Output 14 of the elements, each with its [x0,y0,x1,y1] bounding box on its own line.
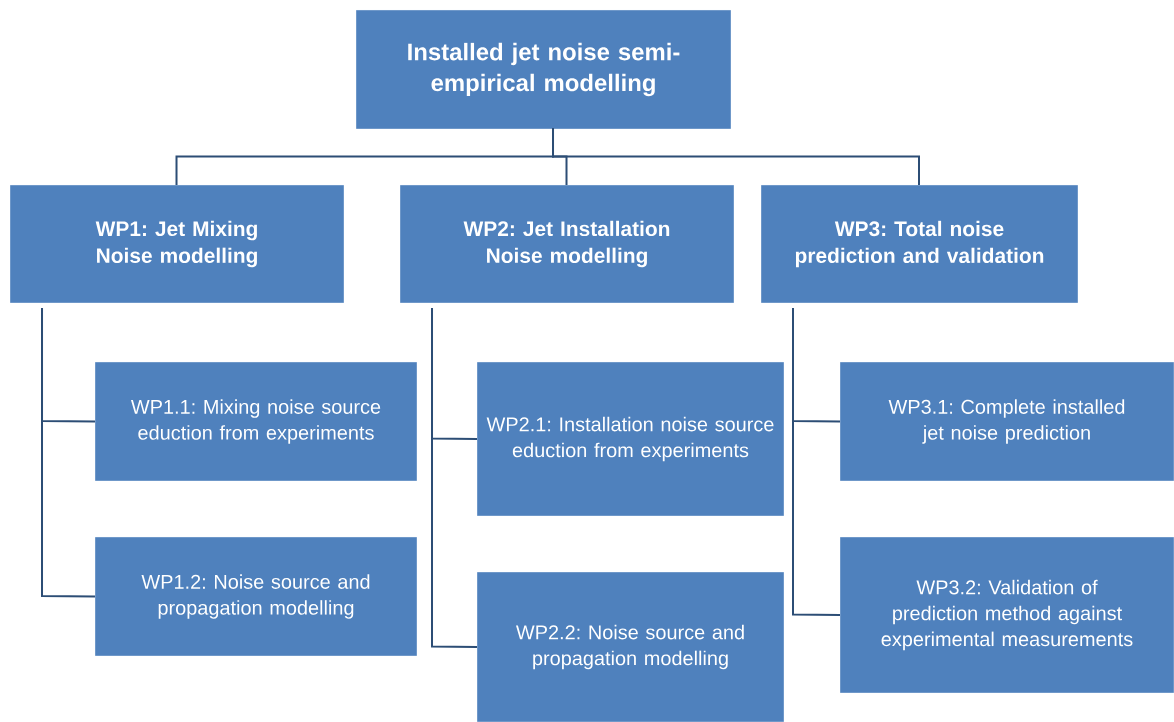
task-box: WP2.1: Installation noise source eduction from experiments [477,362,784,516]
task-box: WP1.2: Noise source and propagation modelling [95,537,417,656]
connector-line [792,307,841,616]
task-box: WP2.2: Noise source and propagation modelling [477,572,784,722]
task-box: WP3.2: Validation of prediction method against experimental measurements [840,537,1174,693]
title-box: Installed jet noise semi-empirical modelling [356,10,731,129]
work-package-box: WP2: Jet Installation Noise modelling [400,185,734,303]
connector-line [41,307,96,598]
connector-line [431,307,478,648]
work-package-box: WP3: Total noise prediction and validation [761,185,1078,303]
task-box: WP3.1: Complete installed jet noise prediction [840,362,1174,481]
connector-line [552,127,920,186]
task-box: WP1.1: Mixing noise source eduction from experiments [95,362,417,481]
work-package-box: WP1: Jet Mixing Noise modelling [10,185,344,303]
